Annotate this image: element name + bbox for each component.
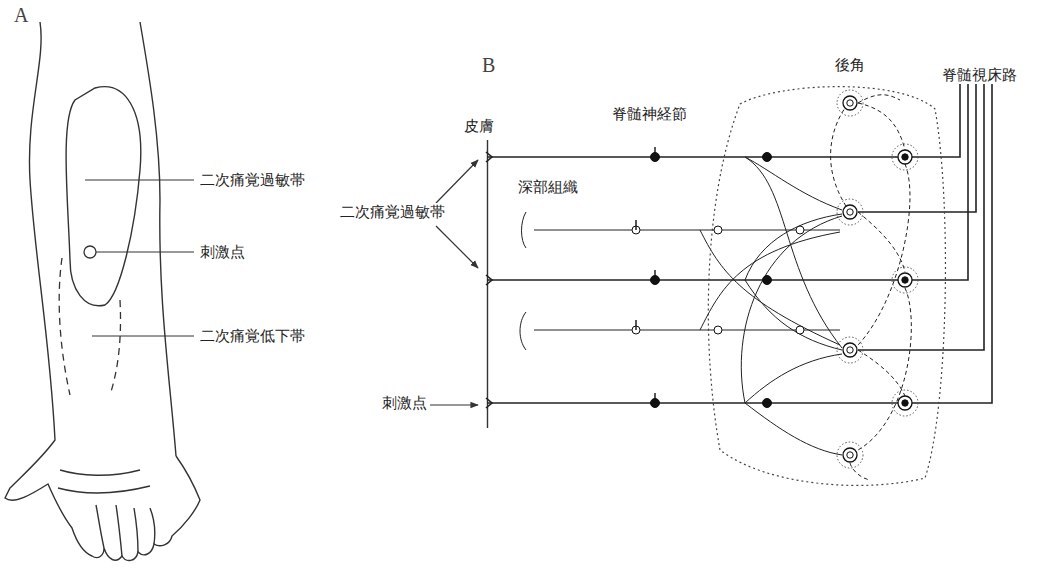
stimulus-point (84, 246, 96, 258)
ganglion-dot (796, 326, 804, 334)
ganglion-dot (763, 399, 772, 408)
figure-label: 二次痛覚過敏帯 (198, 171, 307, 189)
ganglion-stalk (654, 393, 655, 403)
ganglion-dot (763, 153, 772, 162)
leader-lines (85, 180, 194, 336)
figure-label: 脊髄神経節 (610, 105, 689, 123)
neuron (837, 442, 863, 468)
ganglion-stalk (654, 147, 655, 157)
neuron (837, 199, 863, 225)
region-label: 後角 (833, 56, 867, 74)
neuron (837, 90, 863, 116)
horn-neurons (837, 90, 918, 468)
ganglion-dot (763, 276, 772, 285)
ganglion-dot (714, 326, 722, 334)
skin-afferents (486, 70, 960, 408)
dorsal-horn-region: 後角 (700, 54, 950, 490)
region-outline (700, 54, 950, 490)
figure-label: 皮膚 (462, 117, 496, 135)
pointer-arrows (430, 160, 478, 405)
ganglion-stalk (635, 320, 636, 330)
neuron (837, 337, 863, 363)
arm-outline (5, 22, 200, 561)
figure-label: 刺激点 (198, 243, 247, 261)
neuron (892, 267, 918, 293)
neuron (892, 144, 918, 170)
figure-label: 二次痛覚過敏帯 (338, 203, 447, 221)
hyperalgesia-zone (66, 87, 141, 306)
tract-fibers (858, 70, 992, 403)
panel-letter: B (480, 56, 497, 74)
neuron (892, 390, 918, 416)
panel-letter: A (12, 6, 30, 24)
ganglion-stalk (635, 220, 636, 230)
hypoalgesia-zone (59, 258, 120, 395)
interneuron-links (831, 95, 912, 480)
figure-label: 二次痛覚低下帯 (198, 327, 307, 345)
ganglion-stalk (654, 270, 655, 280)
figure-label: 脊髄視床路 (940, 66, 1019, 84)
ganglion-dot (796, 226, 804, 234)
ganglion-dot (714, 226, 722, 234)
ganglion-cells (632, 147, 804, 408)
figure-label: 刺激点 (380, 394, 429, 412)
figure-label: 深部組織 (516, 178, 580, 196)
collateral-branches (700, 157, 842, 455)
